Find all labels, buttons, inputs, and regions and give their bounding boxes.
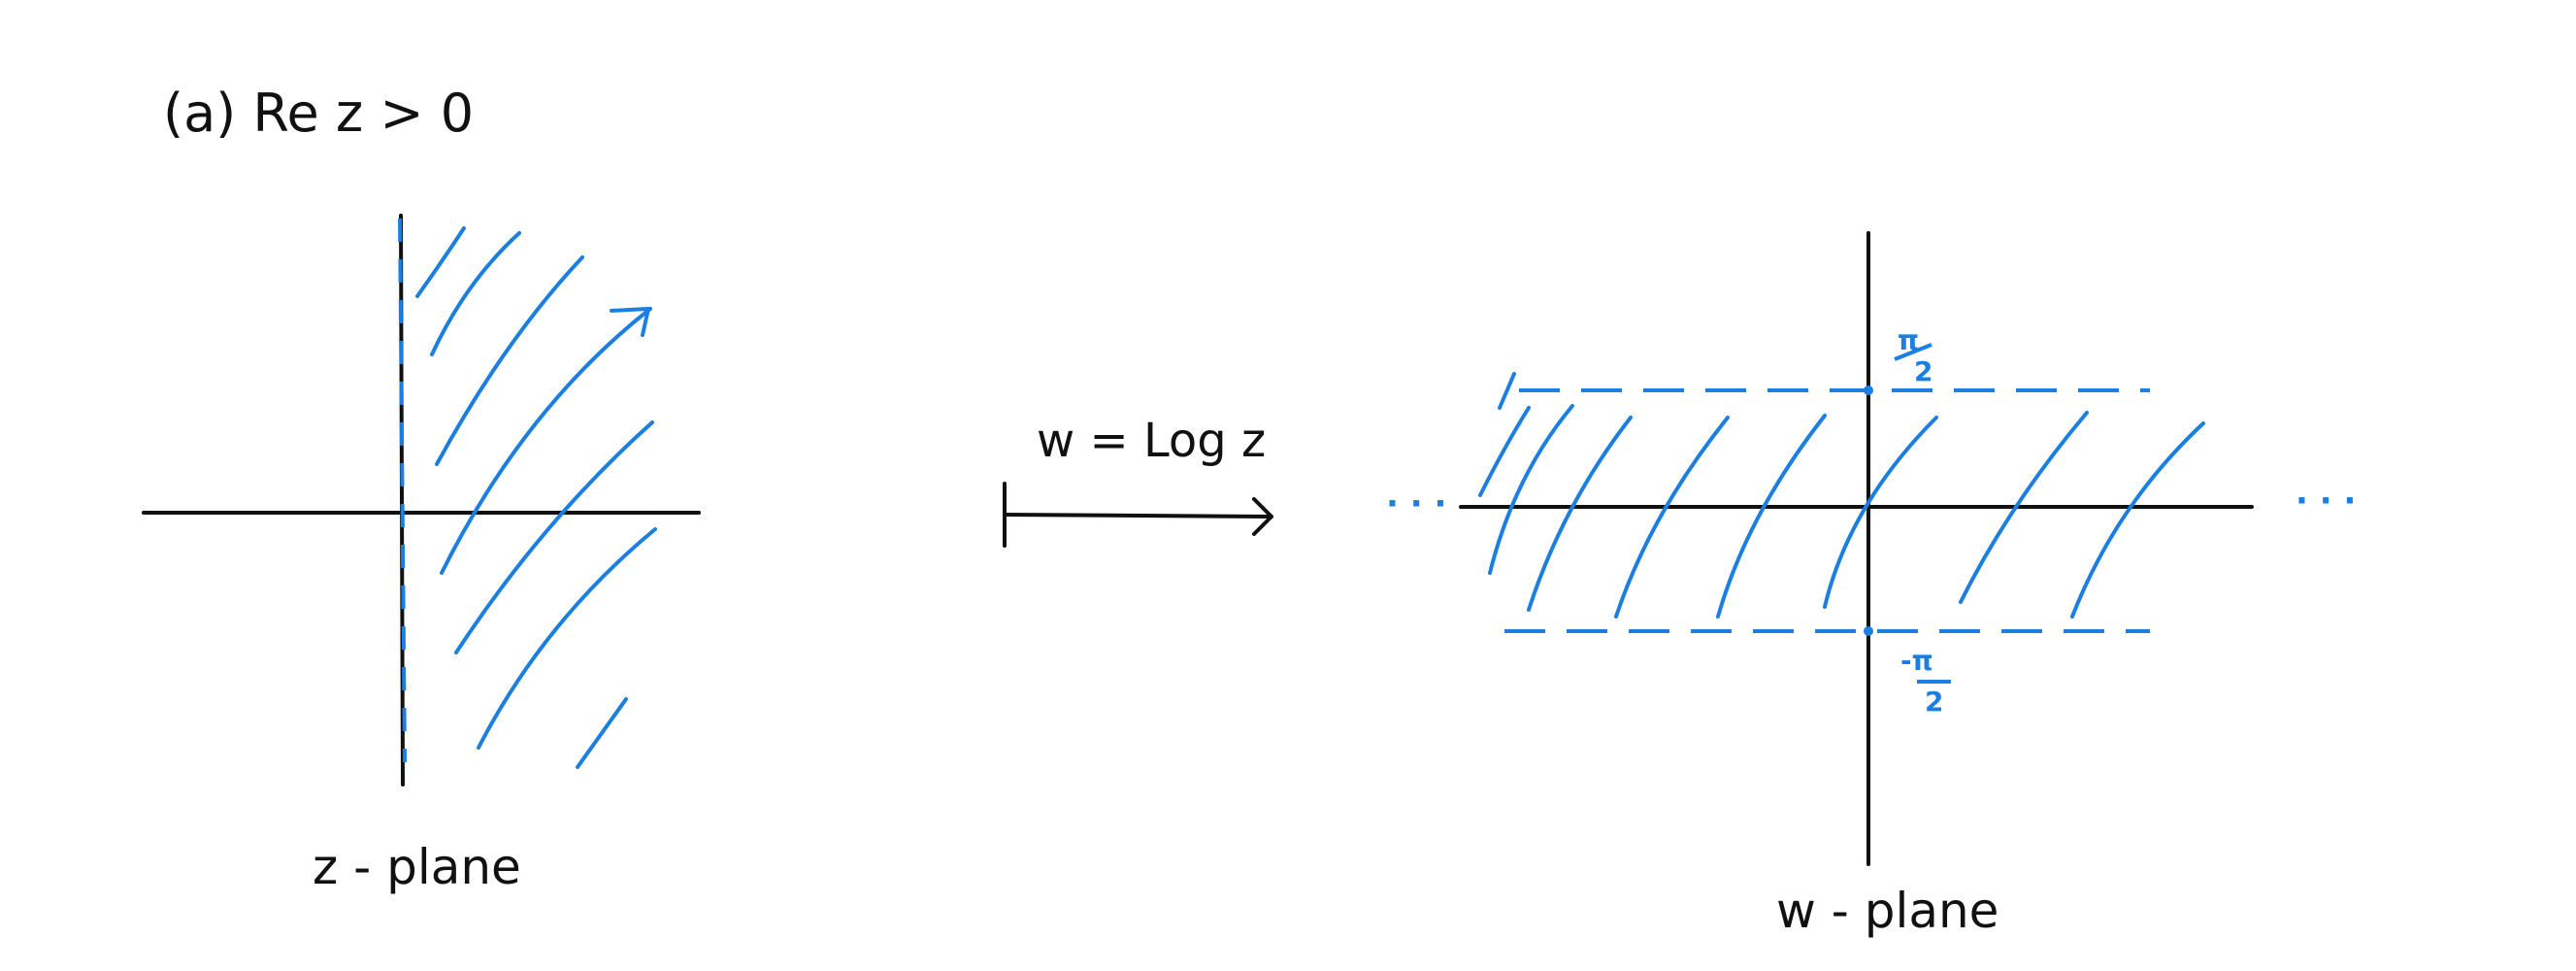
z-plane-label: z - plane	[313, 839, 521, 895]
w-plane-label: w - plane	[1776, 883, 1998, 939]
hatch-line	[1716, 414, 1827, 619]
bottom-label-numerator: -π	[1900, 645, 1933, 677]
hatch-line	[415, 226, 466, 298]
tick-top	[1864, 385, 1873, 395]
w-plane: π 2 -π 2 · · · · · · w - plane	[1386, 231, 2356, 939]
z-plane-boundary-dashed	[398, 218, 407, 763]
hatch-line	[1478, 406, 1531, 497]
hatch-line	[435, 255, 584, 466]
ellipsis-left: · · ·	[1386, 485, 1446, 523]
hatch-line	[1488, 404, 1574, 575]
hatch-line	[440, 307, 652, 575]
maps-to-shaft	[1003, 513, 1273, 519]
hatch-line	[1959, 411, 2089, 604]
maps-to-arrowhead	[1252, 497, 1273, 536]
hatch-line	[1823, 416, 1938, 609]
hatch-line	[1614, 416, 1730, 619]
hatch-line	[2070, 421, 2205, 619]
label-minus-pi-over-2: -π 2	[1900, 645, 1951, 718]
hatch-line	[477, 527, 657, 750]
hatch-line	[454, 420, 654, 654]
mapping-arrow: w = Log z	[1003, 414, 1273, 548]
top-label-fraction-bar	[1894, 343, 1932, 361]
part-title: (a) Re z > 0	[163, 83, 474, 144]
label-pi-over-2: π 2	[1894, 324, 1932, 387]
tick-bottom	[1864, 626, 1873, 636]
top-label-denominator: 2	[1914, 355, 1932, 387]
top-label-numerator: π	[1898, 324, 1919, 356]
mapping-label: w = Log z	[1037, 414, 1266, 468]
hatch-line	[610, 306, 651, 337]
hatch-line	[576, 697, 628, 769]
hatch-line	[430, 231, 521, 356]
z-plane: z - plane	[142, 214, 701, 895]
ellipsis-right: · · ·	[2295, 482, 2356, 520]
bottom-label-denominator: 2	[1925, 686, 1943, 718]
w-plane-hatching	[1478, 372, 2205, 619]
hatch-line	[1527, 416, 1633, 612]
z-plane-hatching	[415, 226, 657, 769]
hatch-line	[1498, 372, 1516, 410]
